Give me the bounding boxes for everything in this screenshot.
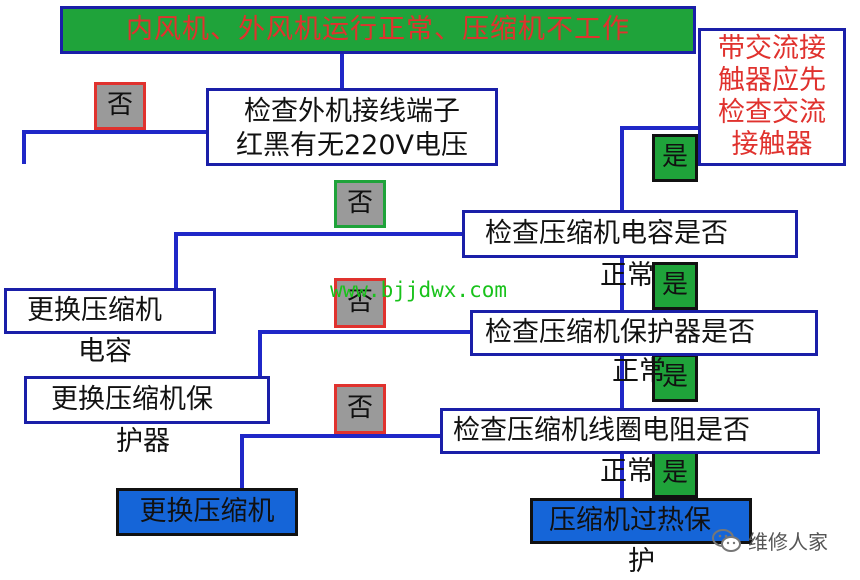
connector	[240, 434, 442, 438]
title-text: 内风机、外风机运行正常、压缩机不工作	[126, 14, 630, 45]
connector	[22, 130, 26, 164]
check-coil-line2: 正常	[600, 456, 654, 487]
note-line: 触器应先	[718, 65, 826, 96]
no-label: 否	[334, 180, 386, 228]
connector	[174, 232, 178, 288]
yes-label: 是	[652, 262, 698, 310]
check-protector-box: 检查压缩机保护器是否	[470, 310, 818, 356]
replace-capacitor-line2: 电容	[78, 336, 132, 367]
check-capacitor-box: 检查压缩机电容是否	[462, 210, 798, 258]
connector	[340, 52, 344, 88]
watermark-text: www.bjjdwx.com	[330, 278, 508, 302]
note-line: 带交流接	[718, 33, 826, 64]
check-wiring-line1: 检查外机接线端子	[244, 96, 460, 127]
replace-protector-line2: 护器	[116, 426, 170, 457]
connector	[258, 330, 472, 334]
check-wiring-line2: 红黑有无220V电压	[235, 130, 468, 161]
note-line: 检查交流	[718, 97, 826, 128]
contactor-note: 带交流接 触器应先 检查交流 接触器	[698, 28, 846, 166]
check-coil-line1: 检查压缩机线圈电阻是否	[453, 415, 750, 446]
overheat-line1: 压缩机过热保	[549, 505, 711, 536]
diagram-title: 内风机、外风机运行正常、压缩机不工作	[60, 6, 696, 54]
overheat-box: 压缩机过热保	[530, 498, 752, 544]
yes-label: 是	[652, 450, 698, 498]
connector	[620, 126, 702, 130]
check-protector-line2: 正常	[612, 356, 666, 387]
check-protector-line1: 检查压缩机保护器是否	[485, 317, 755, 348]
check-wiring-box: 检查外机接线端子 红黑有无220V电压	[206, 88, 498, 166]
no-label: 否	[334, 384, 386, 434]
replace-capacitor-line1: 更换压缩机	[27, 295, 162, 326]
connector	[174, 232, 464, 236]
check-capacitor-line1: 检查压缩机电容是否	[485, 218, 728, 249]
check-capacitor-line2: 正常	[600, 260, 654, 291]
replace-protector-line1: 更换压缩机保	[51, 384, 213, 415]
connector	[240, 434, 244, 488]
yes-label: 是	[652, 134, 698, 182]
no-label: 否	[94, 82, 146, 130]
replace-compressor-box: 更换压缩机	[116, 488, 298, 536]
check-coil-box: 检查压缩机线圈电阻是否	[440, 408, 820, 454]
note-line: 接触器	[731, 129, 813, 160]
brand-text: 维修人家	[748, 530, 828, 554]
overheat-line2: 护	[628, 546, 655, 577]
replace-protector-box: 更换压缩机保	[24, 376, 270, 424]
no-label: 否	[334, 278, 386, 328]
replace-compressor-text: 更换压缩机	[139, 496, 275, 527]
connector	[258, 330, 262, 376]
wechat-icon	[712, 529, 741, 552]
yes-label: 是	[652, 354, 698, 402]
connector	[22, 130, 208, 134]
replace-capacitor-box: 更换压缩机	[4, 288, 216, 334]
